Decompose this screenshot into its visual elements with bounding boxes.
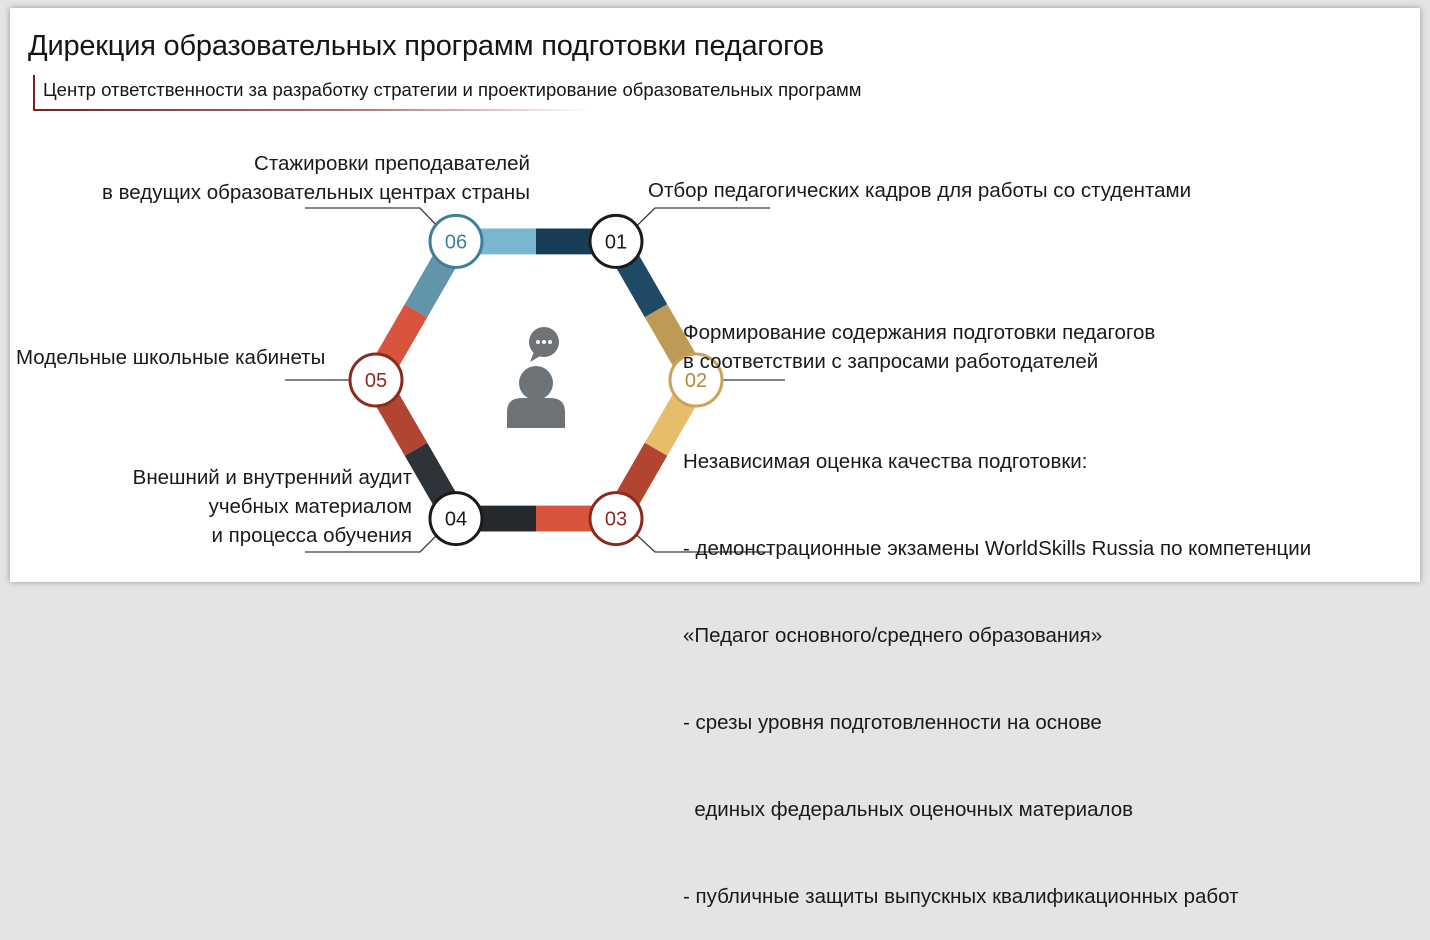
node-circle-01 bbox=[588, 213, 644, 269]
node-01: 01 bbox=[588, 213, 644, 269]
label-03-line-1: Независимая оценка качества подготовки: bbox=[683, 450, 1088, 473]
node-number-04: 04 bbox=[445, 509, 467, 531]
node-number-05: 05 bbox=[365, 370, 387, 392]
label-06-line-1: Стажировки преподавателей bbox=[254, 152, 530, 175]
node-04: 04 bbox=[428, 491, 484, 547]
label-05-line-1: Модельные школьные кабинеты bbox=[16, 346, 326, 369]
label-03-line-3: «Педагог основного/среднего образования» bbox=[683, 624, 1103, 647]
subtitle-underline bbox=[33, 109, 593, 111]
page-title: Дирекция образовательных программ подгот… bbox=[28, 30, 824, 62]
hexagon-diagram: 01 02 03 04 05 06 bbox=[348, 213, 724, 547]
node-number-02: 02 bbox=[685, 370, 707, 392]
page-subtitle: Центр ответственности за разработку стра… bbox=[43, 79, 862, 100]
node-circle-02 bbox=[668, 352, 724, 408]
label-06-line-2: в ведущих образовательных центрах страны bbox=[102, 181, 530, 204]
label-03-line-2: - демонстрационные экзамены WorldSkills … bbox=[683, 537, 1312, 560]
node-number-01: 01 bbox=[605, 231, 627, 253]
label-04: Внешний и внутренний аудит учебных матер… bbox=[60, 463, 412, 550]
label-04-line-2: учебных материалом bbox=[208, 495, 412, 518]
node-circle-05 bbox=[348, 352, 404, 408]
node-06: 06 bbox=[428, 213, 484, 269]
label-01-line-1: Отбор педагогических кадров для работы с… bbox=[648, 179, 1192, 202]
label-03-line-5: единых федеральных оценочных материалов bbox=[683, 798, 1133, 821]
label-02: Формирование содержания подготовки педаг… bbox=[683, 318, 1155, 376]
hexagon-nodes: 01 02 03 04 05 06 bbox=[348, 213, 724, 547]
label-05: Модельные школьные кабинеты bbox=[16, 343, 325, 372]
label-03-line-4: - срезы уровня подготовленности на основ… bbox=[683, 711, 1102, 734]
label-02-line-2: в соответствии с запросами работодателей bbox=[683, 350, 1099, 373]
label-03: Независимая оценка качества подготовки: … bbox=[683, 389, 1311, 940]
node-02: 02 bbox=[668, 352, 724, 408]
label-06: Стажировки преподавателей в ведущих обра… bbox=[60, 149, 530, 207]
node-circle-03 bbox=[588, 491, 644, 547]
person-with-speech-bubble-icon bbox=[507, 327, 565, 428]
label-02-line-1: Формирование содержания подготовки педаг… bbox=[683, 321, 1156, 344]
node-circle-06 bbox=[428, 213, 484, 269]
node-number-03: 03 bbox=[605, 509, 627, 531]
label-04-line-3: и процесса обучения bbox=[211, 524, 412, 547]
label-03-line-6: - публичные защиты выпускных квалификаци… bbox=[683, 885, 1239, 908]
node-number-06: 06 bbox=[445, 231, 467, 253]
label-04-line-1: Внешний и внутренний аудит bbox=[132, 466, 412, 489]
subtitle-accent-bar bbox=[33, 75, 35, 111]
node-circle-04 bbox=[428, 491, 484, 547]
label-01: Отбор педагогических кадров для работы с… bbox=[648, 176, 1191, 205]
node-05: 05 bbox=[348, 352, 404, 408]
slide-card bbox=[10, 8, 1420, 582]
node-03: 03 bbox=[588, 491, 644, 547]
